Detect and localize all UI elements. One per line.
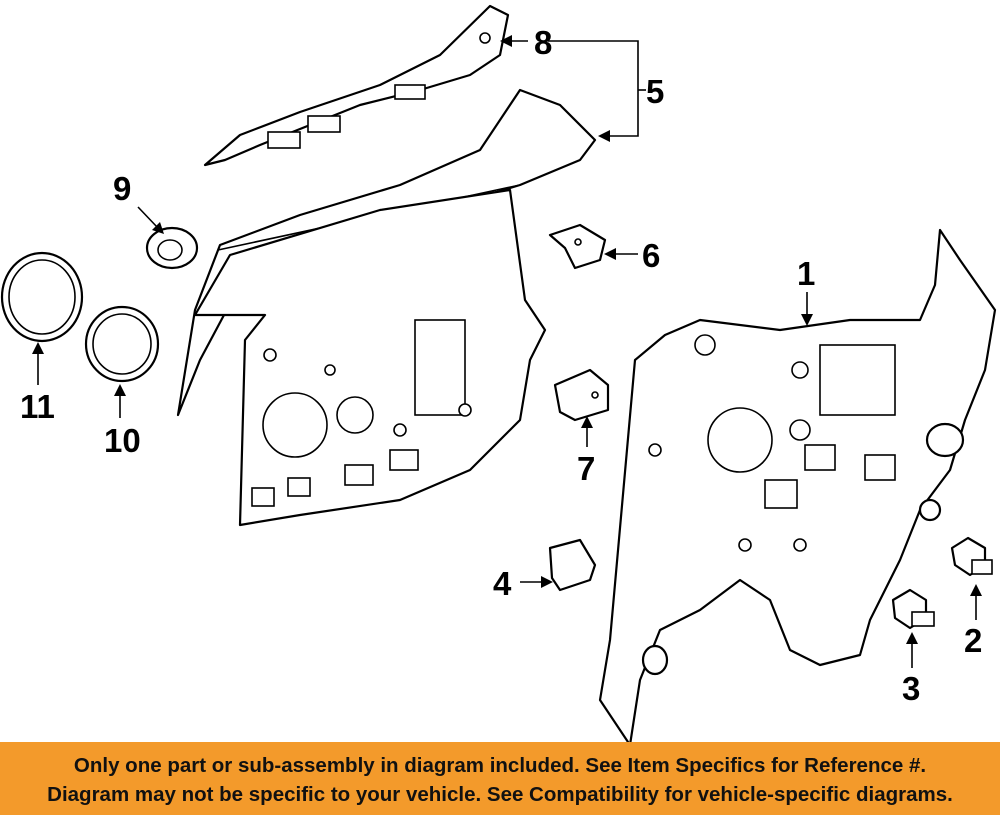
part-3-fastener <box>891 588 935 630</box>
callout-1: 1 <box>797 255 815 292</box>
callout-11: 11 <box>20 388 55 425</box>
callout-5: 5 <box>646 73 664 110</box>
parts-diagram: 8 5 9 6 1 11 10 7 4 2 3 <box>0 4 997 742</box>
part-7-bracket <box>553 368 610 422</box>
callout-8: 8 <box>534 24 552 61</box>
part-2-fastener <box>950 536 993 577</box>
callout-leaders <box>32 35 982 668</box>
callout-2: 2 <box>964 622 982 659</box>
inner-panel-left <box>193 188 547 527</box>
callout-10: 10 <box>104 422 141 459</box>
part-6-clip <box>548 223 607 270</box>
part-10-ring <box>84 305 160 383</box>
callout-9: 9 <box>113 170 131 207</box>
part-4-bracket <box>548 538 597 592</box>
part-9-grommet <box>145 226 199 270</box>
part-11-ring <box>0 251 84 343</box>
part-8-cowl-strip <box>203 4 510 167</box>
part-1-door-panel <box>598 228 997 742</box>
callout-7: 7 <box>577 450 595 487</box>
disclaimer-line-1: Only one part or sub-assembly in diagram… <box>73 754 927 777</box>
disclaimer-banner: Only one part or sub-assembly in diagram… <box>0 742 1000 815</box>
callout-3: 3 <box>902 670 920 707</box>
disclaimer-line-2: Diagram may not be specific to your vehi… <box>47 783 953 806</box>
callout-6: 6 <box>642 237 660 274</box>
callout-4: 4 <box>493 565 512 602</box>
